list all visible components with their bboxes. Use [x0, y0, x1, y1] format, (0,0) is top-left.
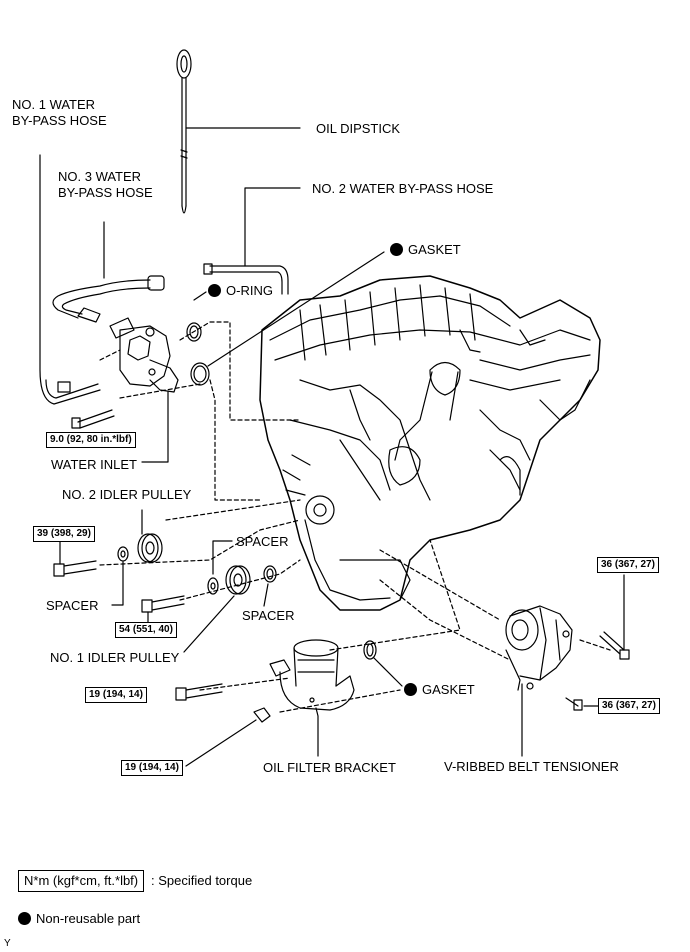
bolt-tensioner-lower — [565, 697, 599, 711]
label-spacer-right: SPACER — [242, 608, 295, 623]
label-no3-water-bypass-hose: NO. 3 WATER BY-PASS HOSE — [58, 169, 153, 201]
o-ring — [186, 291, 207, 342]
no2-water-bypass-hose — [203, 187, 301, 295]
label-v-ribbed-belt-tensioner: V-RIBBED BELT TENSIONER — [444, 759, 619, 774]
gasket-top — [190, 251, 385, 386]
label-line: BY-PASS HOSE — [12, 113, 107, 128]
torque-oil-filter-upper: 19 (194, 14) — [85, 687, 147, 703]
label-no2-water-bypass-hose: NO. 2 WATER BY-PASS HOSE — [312, 181, 494, 196]
no1-idler-pulley — [183, 565, 251, 653]
oil-filter-bracket — [269, 639, 355, 757]
nonreusable-icon — [390, 243, 403, 256]
spacer-left — [111, 546, 129, 606]
label-no2-idler-pulley: NO. 2 IDLER PULLEY — [62, 487, 192, 502]
label-spacer-left: SPACER — [46, 598, 99, 613]
water-inlet — [71, 317, 179, 463]
label-o-ring: O-RING — [208, 283, 273, 299]
bolt-oil-filter-lower — [185, 707, 271, 767]
legend-text: Non-reusable part — [36, 911, 141, 926]
bolt-tensioner-upper — [599, 574, 630, 660]
label-water-inlet: WATER INLET — [51, 457, 137, 472]
label-text: O-RING — [226, 283, 273, 298]
label-no1-idler-pulley: NO. 1 IDLER PULLEY — [50, 650, 180, 665]
label-line: NO. 1 WATER — [12, 97, 96, 112]
label-no1-water-bypass-hose: NO. 1 WATER BY-PASS HOSE — [12, 97, 107, 129]
label-line: NO. 3 WATER — [58, 169, 142, 184]
label-gasket-bottom: GASKET — [404, 682, 475, 698]
nonreusable-icon — [18, 912, 31, 925]
torque-no2-idler: 39 (398, 29) — [33, 526, 95, 542]
label-gasket-top: GASKET — [390, 242, 461, 258]
nonreusable-icon — [404, 683, 417, 696]
bolt-no2-idler — [53, 539, 97, 577]
label-text: GASKET — [408, 242, 461, 257]
oil-dipstick — [176, 49, 301, 214]
engine-block — [259, 275, 601, 611]
label-spacer-upper: SPACER — [236, 534, 289, 549]
torque-water-inlet: 9.0 (92, 80 in.*lbf) — [46, 432, 136, 448]
label-text: GASKET — [422, 682, 475, 697]
spacer-upper — [207, 540, 233, 595]
gasket-bottom — [363, 640, 403, 687]
bolt-oil-filter-upper — [175, 683, 223, 701]
legend-nonreusable: Non-reusable part — [18, 911, 140, 927]
nonreusable-icon — [208, 284, 221, 297]
no3-water-bypass-hose — [52, 221, 165, 323]
no1-water-bypass-hose — [39, 154, 101, 405]
legend-torque-box: N*m (kgf*cm, ft.*lbf) — [18, 870, 145, 892]
corner-mark: Y — [4, 938, 11, 949]
label-oil-dipstick: OIL DIPSTICK — [316, 121, 401, 136]
label-line: BY-PASS HOSE — [58, 185, 153, 200]
torque-tensioner-lower: 36 (367, 27) — [598, 698, 660, 714]
label-oil-filter-bracket: OIL FILTER BRACKET — [263, 760, 396, 775]
torque-oil-filter-lower: 19 (194, 14) — [121, 760, 183, 776]
torque-tensioner-upper: 36 (367, 27) — [597, 557, 659, 573]
v-ribbed-belt-tensioner — [505, 605, 573, 757]
no2-idler-pulley — [137, 509, 163, 563]
torque-no1-idler: 54 (551, 40) — [115, 622, 177, 638]
legend-torque-desc: : Specified torque — [151, 873, 253, 888]
bolt-no1-idler — [141, 595, 185, 623]
spacer-right — [263, 565, 277, 607]
